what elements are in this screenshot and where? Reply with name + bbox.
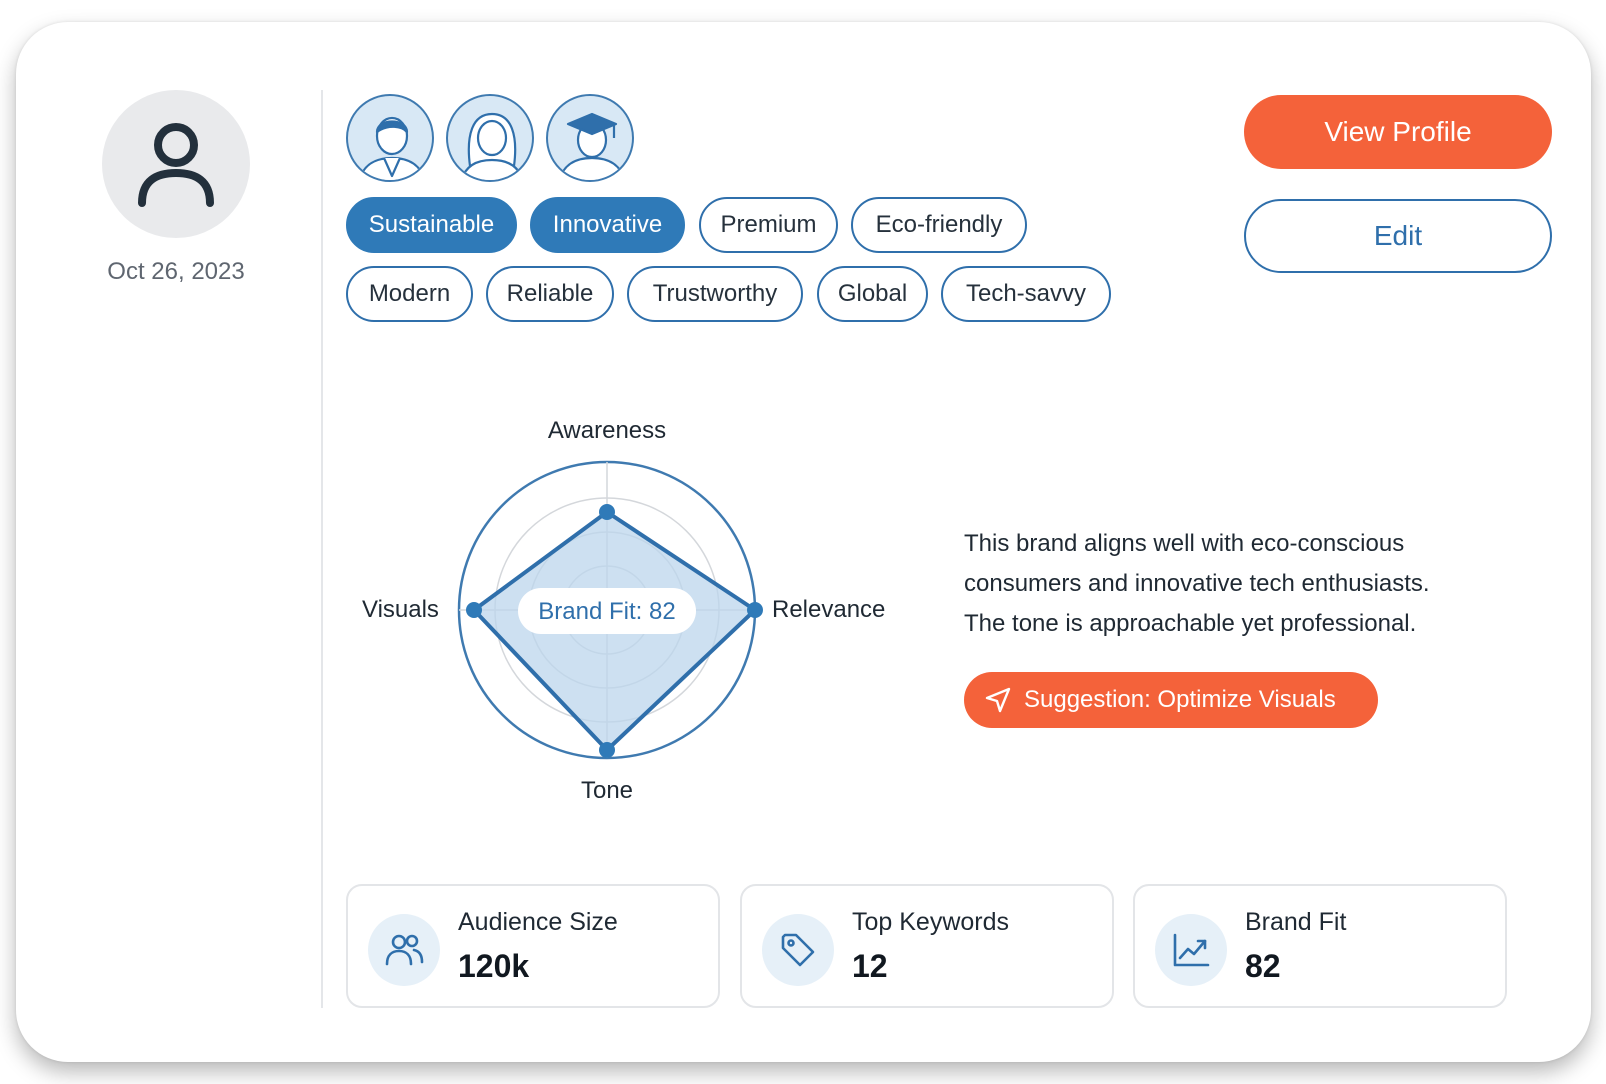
suggestion-label: Suggestion: Optimize Visuals (1024, 686, 1336, 713)
radar-point-relevance[interactable] (747, 602, 763, 618)
stat-icon-container (368, 914, 440, 986)
tag-modern[interactable]: Modern (346, 266, 473, 322)
graduate-icon (558, 112, 626, 180)
stat-card-top-keywords[interactable]: Top Keywords 12 (740, 884, 1114, 1008)
stat-card-brand-fit[interactable]: Brand Fit 82 (1133, 884, 1507, 1008)
radar-point-tone[interactable] (599, 742, 615, 758)
radar-center-badge (518, 588, 696, 634)
column-divider (321, 90, 323, 1008)
stat-label: Brand Fit (1245, 908, 1347, 936)
send-icon (985, 687, 1011, 713)
radar-axis-visuals: Visuals (362, 596, 439, 623)
suggestion-button[interactable]: Suggestion: Optimize Visuals (964, 672, 1378, 728)
radar-axis-tone: Tone (581, 777, 633, 804)
tag-icon (781, 933, 815, 967)
tag-global[interactable]: Global (817, 266, 928, 322)
tag-sustainable[interactable]: Sustainable (346, 197, 517, 253)
stat-icon-container (762, 914, 834, 986)
stat-value: 120k (458, 948, 530, 984)
radar-point-awareness[interactable] (599, 504, 615, 520)
radar-point-visuals[interactable] (466, 602, 482, 618)
summary-line: The tone is approachable yet professiona… (964, 610, 1417, 637)
persona-businessman[interactable] (346, 94, 434, 182)
radar-axis-awareness: Awareness (548, 420, 666, 444)
profile-avatar[interactable] (102, 90, 250, 238)
trend-chart-icon (1173, 933, 1210, 967)
tag-premium[interactable]: Premium (699, 197, 838, 253)
edit-button[interactable]: Edit (1244, 199, 1552, 273)
brand-summary: This brand aligns well with eco-consciou… (964, 524, 1524, 644)
woman-icon (460, 112, 524, 180)
stat-value: 12 (852, 948, 888, 984)
radar-axis-relevance: Relevance (772, 596, 885, 623)
tag-tech-savvy[interactable]: Tech-savvy (941, 266, 1111, 322)
stat-label: Top Keywords (852, 908, 1010, 936)
summary-line: This brand aligns well with eco-consciou… (964, 530, 1405, 557)
stat-label: Audience Size (458, 908, 618, 936)
stat-icon-container (1155, 914, 1227, 986)
view-profile-button[interactable]: View Profile (1244, 95, 1552, 169)
brand-profile-card: Oct 26, 2023 (16, 22, 1591, 1062)
user-icon (138, 123, 214, 207)
tag-reliable[interactable]: Reliable (486, 266, 614, 322)
profile-date: Oct 26, 2023 (107, 258, 245, 285)
radar-center-label: Brand Fit: 82 (538, 598, 675, 625)
users-icon (385, 934, 424, 966)
businessman-icon (358, 116, 426, 180)
tag-innovative[interactable]: Innovative (530, 197, 685, 253)
summary-line: consumers and innovative tech enthusiast… (964, 570, 1430, 597)
brand-radar-chart: Awareness Tone Visuals Relevance Brand F… (362, 420, 885, 804)
persona-graduate[interactable] (546, 94, 634, 182)
tag-eco-friendly[interactable]: Eco-friendly (851, 197, 1027, 253)
persona-woman[interactable] (446, 94, 534, 182)
stat-value: 82 (1245, 948, 1281, 984)
tag-trustworthy[interactable]: Trustworthy (627, 266, 803, 322)
stat-card-audience-size[interactable]: Audience Size 120k (346, 884, 720, 1008)
